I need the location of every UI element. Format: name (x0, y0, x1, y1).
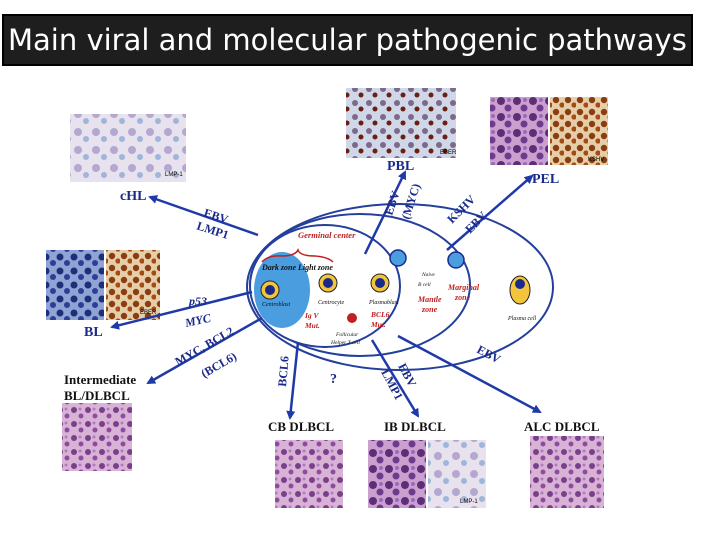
title-bar: Main viral and molecular pathogenic path… (2, 14, 693, 66)
arrow-bl (110, 290, 253, 330)
pbl-label: PBL (387, 159, 414, 174)
pel-label: PEL (532, 172, 559, 187)
germinal-center-label: Germinal center (298, 230, 356, 240)
ib-dlbcl-micrograph-2 (428, 440, 486, 508)
pel-micrograph-1 (490, 97, 548, 165)
marginal-zone-ellipse (246, 203, 554, 371)
p53-label: p53 (188, 294, 207, 308)
marginal-label-2: zone (454, 293, 471, 302)
slide-title: Main viral and molecular pathogenic path… (8, 23, 687, 57)
pel-kshv-caption: KSHV (588, 157, 604, 163)
ib-lmp1-caption: LMP-1 (460, 499, 478, 505)
centroblast-label: Centroblast (262, 302, 290, 308)
pel-micrograph-2 (550, 97, 608, 165)
follicular-label-1: Follicular (335, 332, 359, 338)
ib-dlbcl-label: IB DLBCL (384, 419, 446, 434)
arrow-pbl (363, 170, 407, 255)
alc-dlbcl-micrograph (530, 436, 604, 508)
alc-dlbcl-label: ALC DLBCL (524, 419, 600, 434)
chl-lmp1-caption: LMP-1 (165, 172, 183, 178)
dark-light-zone-label: Dark zone Light zone (261, 263, 333, 272)
marginal-zone-cell (447, 251, 465, 269)
plasma-cell-nucleus (515, 279, 525, 289)
plasma-cell-label: Plasma cell (507, 316, 536, 322)
ebv-alc-label: EBV (475, 342, 504, 366)
centroblast-nucleus (265, 285, 275, 295)
arrow-pel (446, 174, 534, 251)
zone-bracket (261, 248, 334, 263)
arrow-alc-dlbcl (397, 334, 542, 414)
myc-pbl-label: (MYC) (399, 182, 424, 221)
igv-mut-label-1: Ig V (304, 311, 320, 320)
mantle-label-1: Mantle (417, 295, 442, 304)
centrocyte-label: Centrocyte (318, 300, 344, 306)
centrocyte-nucleus (323, 278, 333, 288)
naive-b-cell (389, 249, 407, 267)
bcl6-cb-label: BCL6 (275, 355, 292, 387)
plasma-cell (509, 275, 531, 305)
cb-dlbcl-micrograph (275, 440, 343, 508)
follicular-label-2: Helper T cell (330, 340, 360, 346)
mantle-label-2: zone (421, 305, 438, 314)
igv-mut-label-2: Mut. (304, 321, 320, 330)
naive-label-2: B cell (418, 282, 431, 288)
bl-label: BL (84, 325, 103, 340)
intermediate-label-1: Intermediate (64, 372, 136, 387)
intermediate-micrograph (62, 403, 132, 471)
bl-micrograph-1 (46, 250, 104, 320)
follicular-t-cell (347, 313, 357, 323)
intermediate-label-2: BL/DLBCL (64, 388, 130, 403)
bcl6-mut-label-2: Mut. (370, 320, 386, 329)
marginal-label-1: Marginal (447, 283, 480, 292)
pbl-eber-caption: EBER (440, 150, 457, 156)
plasmablast-nucleus (375, 278, 385, 288)
bl-eber-caption: EBER (140, 310, 157, 316)
bl-micrograph-2 (106, 250, 160, 320)
chl-micrograph (70, 114, 186, 182)
plasmablast-label: Plasmablast (368, 300, 399, 306)
question-label: ? (330, 372, 337, 387)
arrow-chl (148, 195, 259, 237)
ib-dlbcl-micrograph-1 (368, 440, 426, 508)
bcl6-mut-label-1: BCL6 (370, 310, 390, 319)
cb-dlbcl-label: CB DLBCL (268, 419, 334, 434)
arrow-ib-dlbcl (370, 339, 420, 418)
arrow-cb-dlbcl (286, 341, 300, 420)
dark-zone (254, 252, 310, 328)
naive-label-1: Naive (421, 272, 435, 278)
arrow-intermediate (146, 316, 263, 385)
chl-label: cHL (120, 189, 146, 204)
myc-bl-label: MYC (183, 311, 213, 331)
pbl-micrograph (346, 88, 456, 158)
